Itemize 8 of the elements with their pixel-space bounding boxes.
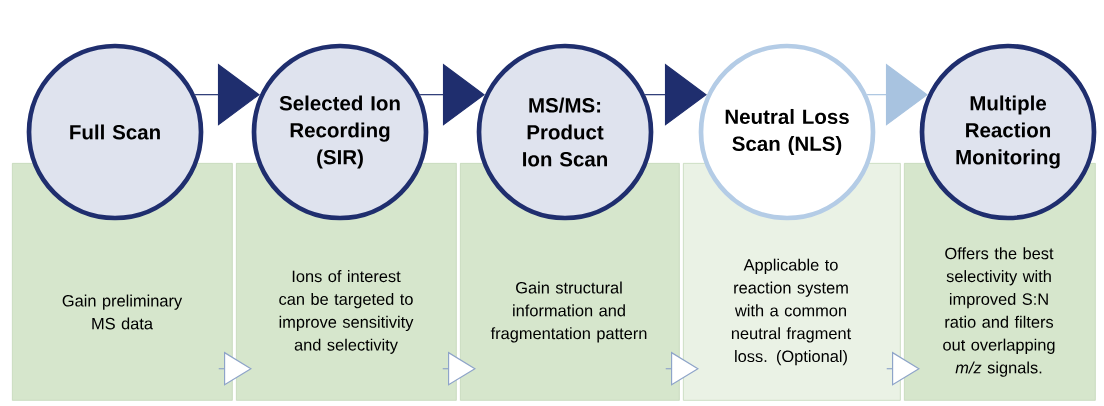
arrow — [194, 63, 260, 126]
chevron-arrow — [886, 351, 920, 386]
arrow — [866, 63, 928, 126]
chevron-arrow — [218, 351, 252, 386]
chevron-arrow — [442, 351, 476, 386]
arrow — [419, 63, 485, 126]
chevron-arrow — [665, 351, 699, 386]
arrow — [644, 63, 707, 126]
